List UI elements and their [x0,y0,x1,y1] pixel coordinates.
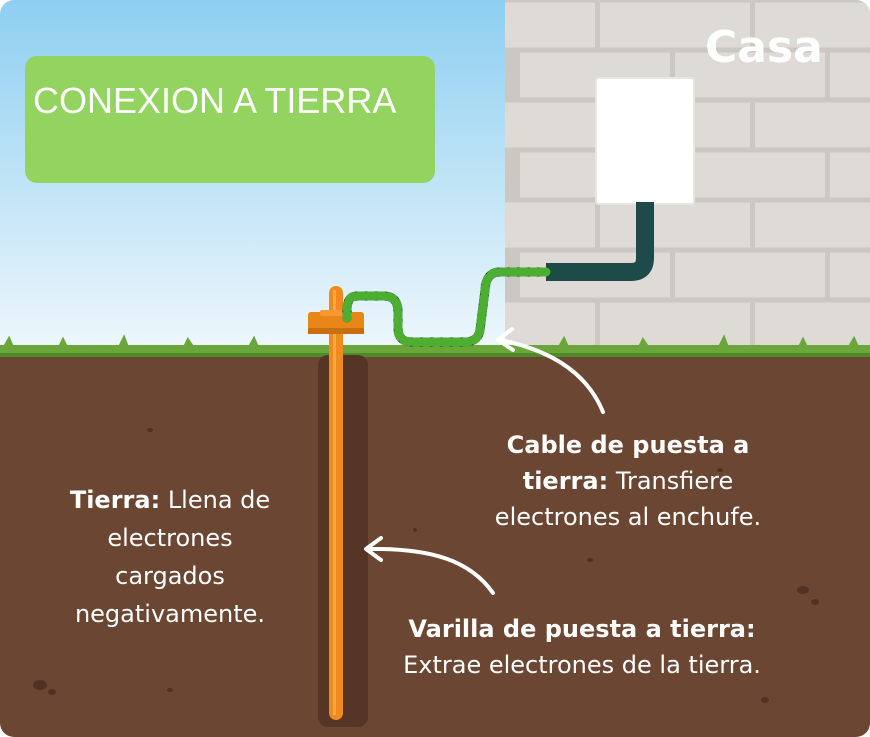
cable-term: Cable de puesta a tierra: [506,431,750,495]
brick [505,2,595,48]
cable-description: Transfiere electrones al enchufe. [494,467,762,531]
brick [755,102,870,148]
brick [675,252,825,298]
earth-description: Llena de electrones cargados negativamen… [74,486,271,628]
brick [830,252,870,298]
grass [0,334,870,357]
brick [505,102,595,148]
brick [505,302,595,346]
house-label: Casa [705,22,823,73]
grounding-rod [308,286,364,720]
rod-callout: Varilla de puesta a tierra: Extrae electr… [372,611,792,683]
brick [755,2,870,48]
ground-cable-stripes [342,267,551,347]
rod-term: Varilla de puesta a tierra: [408,615,756,643]
rod-description: Extrae electrones de la tierra. [403,651,761,679]
brick [755,202,870,248]
brick [675,152,825,198]
arrow-to-cable [496,327,605,414]
arrow-to-rod [364,536,495,595]
brick [755,302,870,346]
brick [600,202,750,248]
brick [600,2,750,48]
conduit [546,202,654,281]
brick [830,52,870,98]
earth-callout: Tierra: Llena de electrones cargados neg… [50,481,290,633]
cable-callout: Cable de puesta a tierra: Transfiere ele… [470,427,786,535]
brick [830,152,870,198]
electrical-box [595,77,695,205]
title-box: CONEXION A TIERRA [25,56,435,183]
earth-term: Tierra: [69,486,161,514]
soil-pebbles [33,428,819,703]
soil [0,350,870,737]
brick [675,52,825,98]
diagram-title: CONEXION A TIERRA [33,80,397,121]
brick [600,302,750,346]
brick [505,202,595,248]
